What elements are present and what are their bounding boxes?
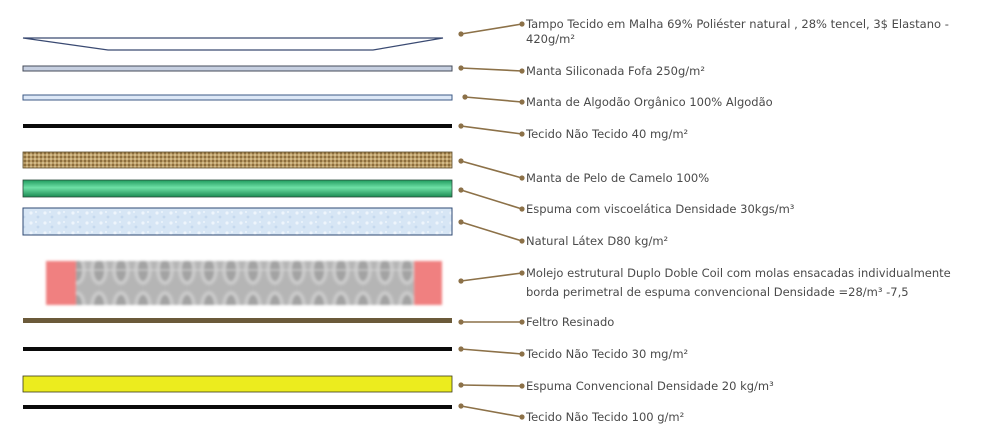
leader-dot-end-pelo-camelo [519, 175, 525, 181]
layer-label-tampo-line-2: 420g/m² [526, 32, 575, 46]
layer-graphic-feltro [23, 318, 452, 323]
layer-label-manta-siliconada: Manta Siliconada Fofa 250g/m² [526, 64, 705, 78]
layer-graphic-tnt-40 [23, 124, 452, 128]
layer-label-tnt-100: Tecido Não Tecido 100 g/m² [525, 410, 684, 424]
leader-lines [458, 21, 525, 420]
layer-label-espuma-convencional: Espuma Convencional Densidade 20 kg/m³ [526, 379, 774, 393]
leader-line-tampo [460, 23, 523, 35]
layer-graphic-tnt-30 [23, 347, 452, 351]
layer-label-espuma-visco: Espuma com viscoelática Densidade 30kgs/… [526, 202, 795, 216]
leader-dot-end-manta-algodao [519, 99, 525, 105]
leader-dot-start-tnt-40 [458, 123, 464, 129]
leader-dot-start-molejo [458, 278, 464, 284]
leader-line-tnt-100 [460, 405, 523, 418]
layer-graphic-manta-algodao [22, 94, 453, 101]
layer-label-tnt-40: Tecido Não Tecido 40 mg/m² [525, 127, 688, 141]
layer-graphic-tampo [22, 37, 444, 51]
leader-line-latex [460, 221, 523, 242]
leader-dot-start-feltro [458, 319, 464, 325]
layer-label-tampo-line-1: Tampo Tecido em Malha 69% Poliéster natu… [525, 17, 949, 31]
leader-line-manta-siliconada [460, 67, 523, 72]
leader-line-pelo-camelo [460, 160, 523, 179]
leader-dot-end-espuma-convencional [519, 383, 525, 389]
leader-dot-end-tnt-100 [519, 414, 525, 420]
layer-label-pelo-camelo: Manta de Pelo de Camelo 100% [526, 171, 709, 185]
leader-line-molejo [460, 272, 523, 282]
layer-graphic-pelo-camelo [22, 151, 453, 169]
leader-dot-start-tnt-100 [458, 403, 464, 409]
leader-dot-end-latex [519, 238, 525, 244]
leader-dot-end-espuma-visco [519, 206, 525, 212]
leader-dot-start-espuma-visco [458, 187, 464, 193]
layer-labels: Tampo Tecido em Malha 69% Poliéster natu… [525, 17, 951, 424]
leader-line-espuma-convencional [460, 384, 523, 387]
layer-label-molejo-line-2: borda perimetral de espuma convencional … [526, 285, 909, 299]
leader-dot-start-tnt-30 [458, 346, 464, 352]
leader-dot-end-feltro [519, 319, 525, 325]
layer-graphic-manta-siliconada [22, 65, 453, 72]
layer-label-latex: Natural Látex D80 kg/m² [526, 234, 668, 248]
layer-label-molejo-line-1: Molejo estrutural Duplo Doble Coil com m… [526, 266, 951, 280]
leader-dot-end-molejo [519, 270, 525, 276]
leader-dot-start-latex [458, 219, 464, 225]
leader-line-manta-algodao [464, 96, 523, 103]
leader-dot-start-espuma-convencional [458, 382, 464, 388]
layer-graphic-espuma-visco [22, 179, 453, 198]
leader-dot-end-tampo [519, 21, 525, 27]
leader-dot-start-manta-algodao [462, 94, 468, 100]
leader-dot-end-tnt-40 [519, 131, 525, 137]
layer-label-feltro: Feltro Resinado [526, 315, 614, 329]
leader-line-tnt-40 [460, 125, 523, 135]
layer-label-manta-algodao: Manta de Algodão Orgânico 100% Algodão [526, 95, 773, 109]
layer-graphic-latex [22, 207, 453, 236]
leader-dot-end-manta-siliconada [519, 68, 525, 74]
layer-graphic-molejo [46, 261, 442, 305]
leader-dot-end-tnt-30 [519, 351, 525, 357]
layer-label-tnt-30: Tecido Não Tecido 30 mg/m² [525, 347, 688, 361]
layer-graphic-espuma-convencional [22, 375, 453, 393]
leader-dot-start-manta-siliconada [458, 65, 464, 71]
layer-graphic-tnt-100 [23, 405, 452, 409]
leader-dot-start-tampo [458, 31, 464, 37]
leader-line-espuma-visco [460, 189, 523, 210]
leader-dot-start-pelo-camelo [458, 158, 464, 164]
leader-line-tnt-30 [460, 348, 523, 355]
